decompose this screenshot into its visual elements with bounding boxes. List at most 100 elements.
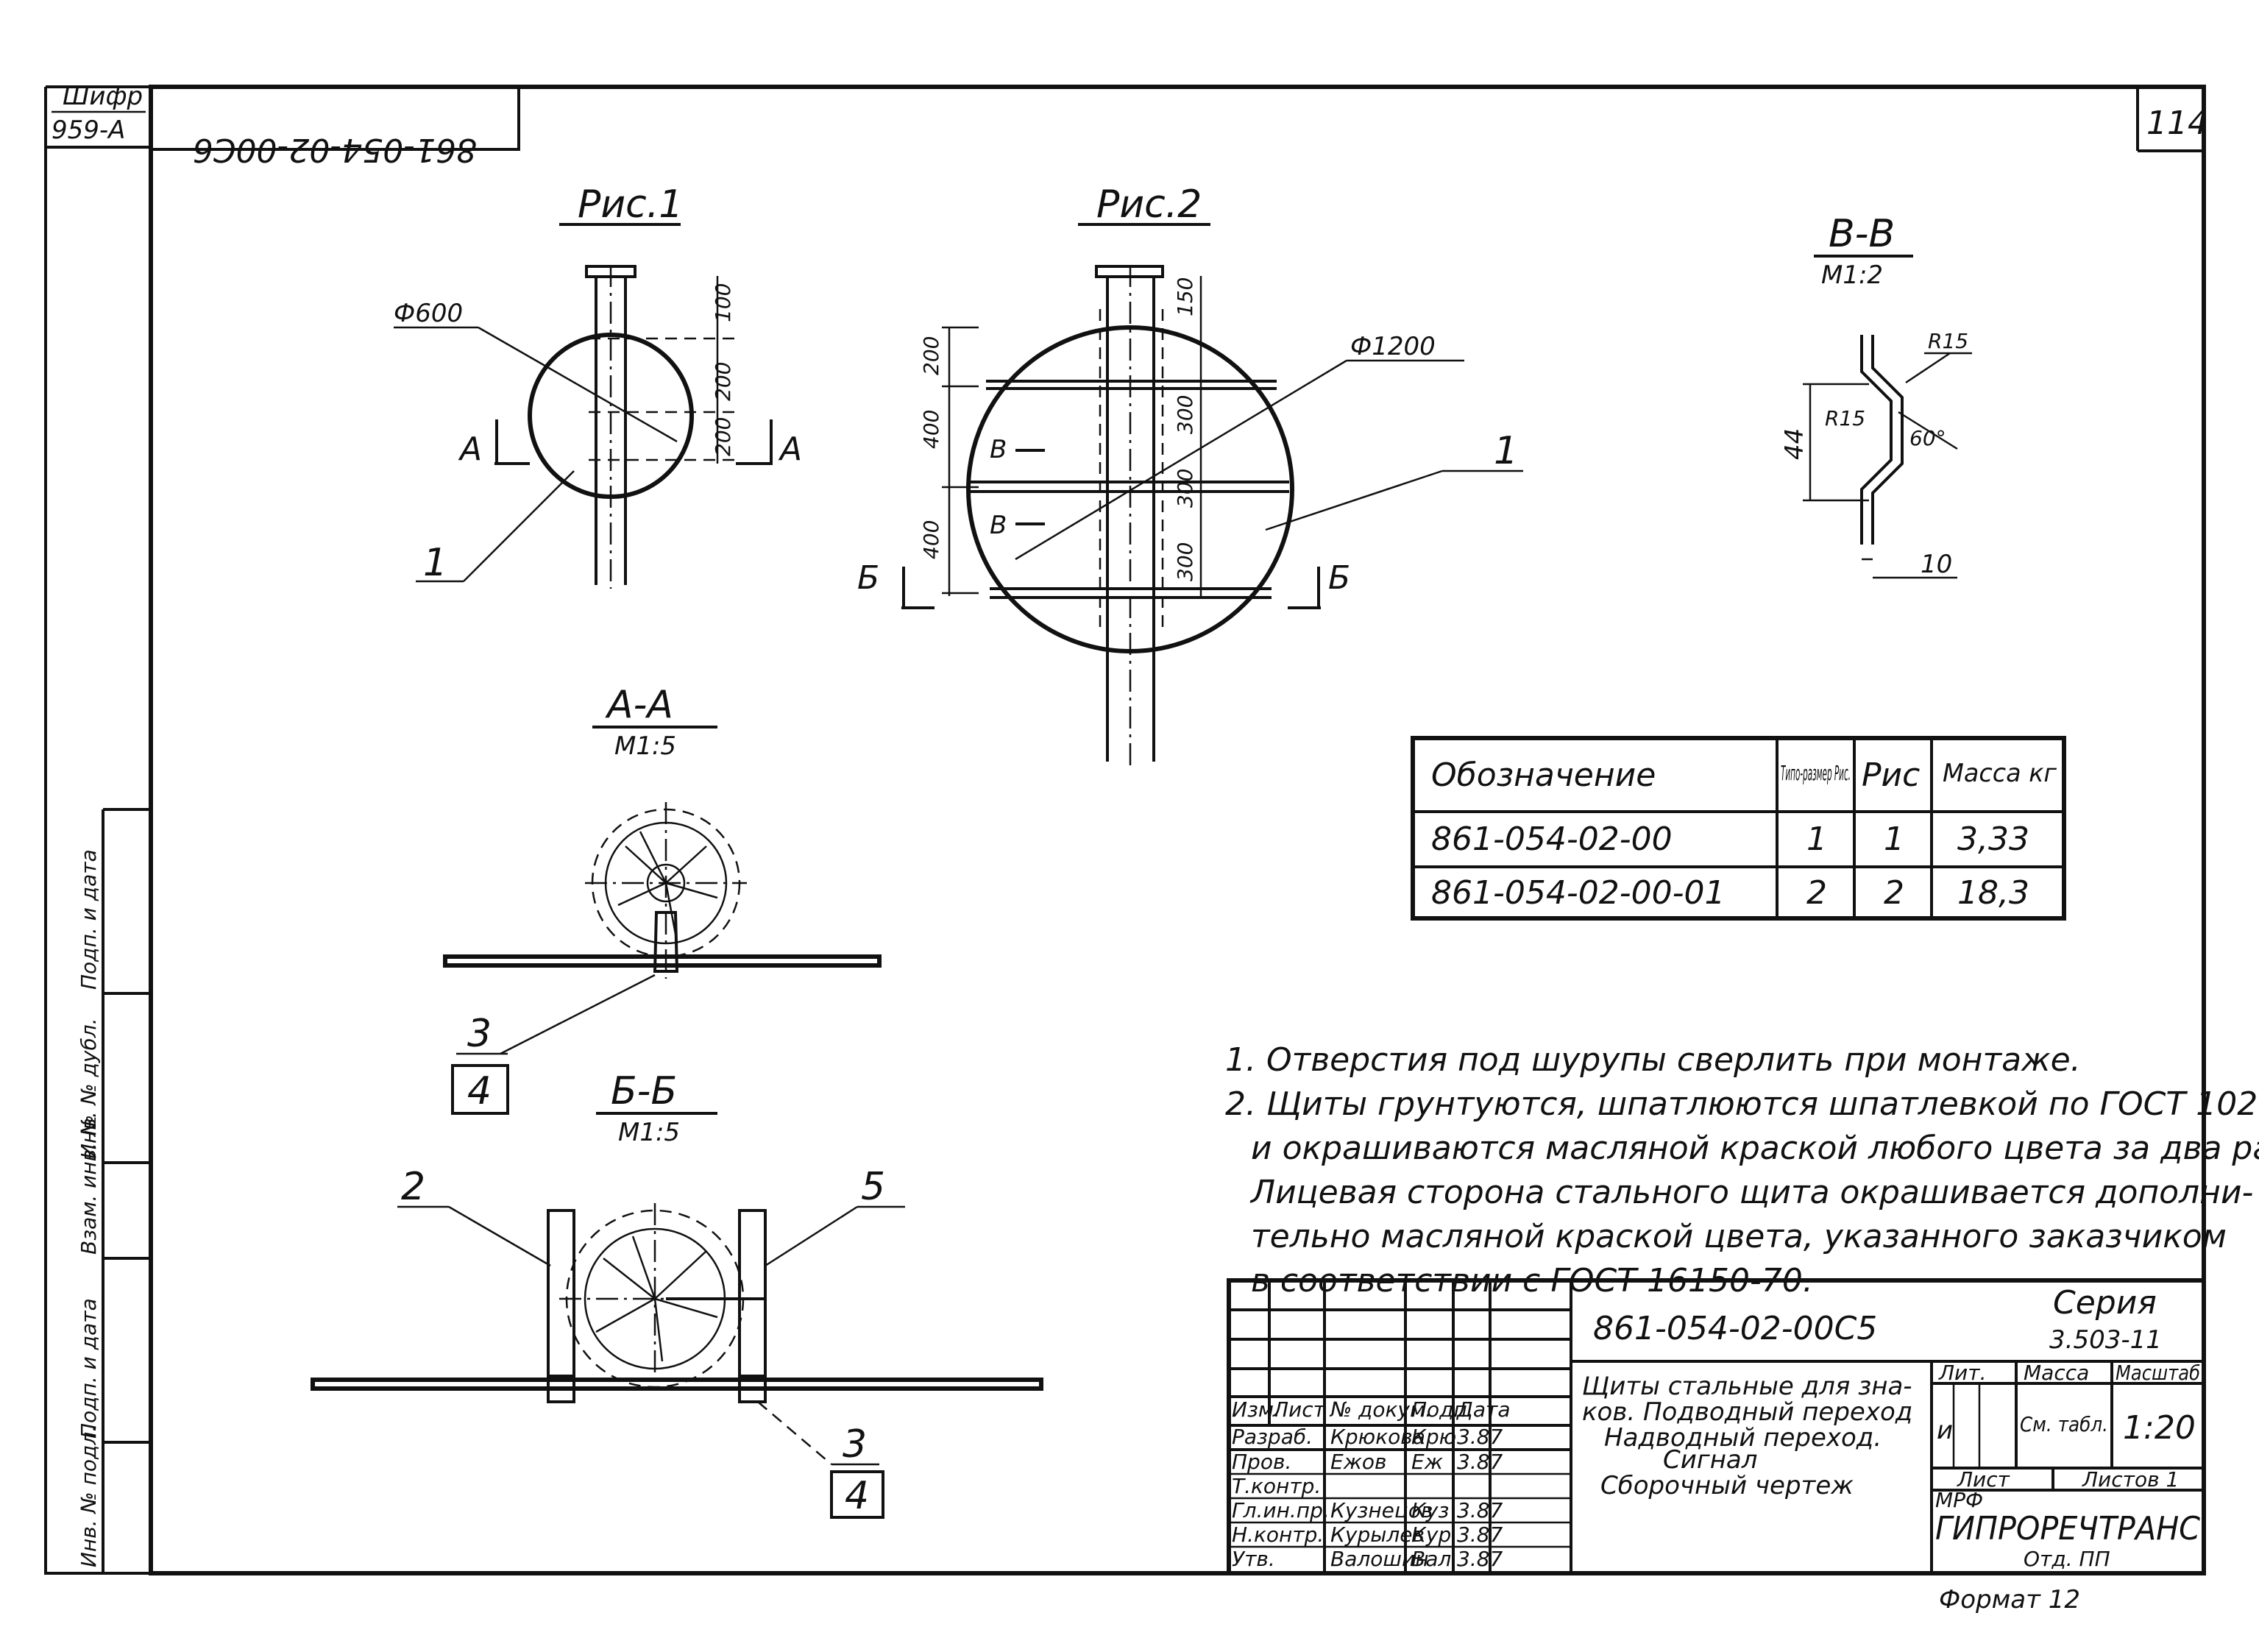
fig1-disc (528, 333, 694, 499)
note-line-3: и окрашиваются масляной краской любого ц… (1251, 1130, 2259, 1167)
aa-scale: М1:5 (614, 731, 676, 761)
strip-label-1: Подп. и дата (77, 849, 101, 990)
tb-doc-code: 861-054-02-00С5 (1593, 1310, 1877, 1347)
section-vv: В-В М1:2 44 R15 R15 60° 10 (1780, 212, 1972, 579)
tb-org-top: МРФ (1935, 1488, 1983, 1512)
strip-label-2: Инв. № дубл. (77, 1018, 101, 1159)
fig2-dim-right-3: 300 (1173, 469, 1197, 508)
tb-series-value: 3.503-11 (2049, 1325, 2162, 1355)
tb-desc-1: Щиты стальные для зна- (1582, 1372, 1912, 1401)
tb-date-1: 3.87 (1457, 1425, 1503, 1449)
tb-role-3: Т.контр. (1232, 1474, 1321, 1498)
fig2-section-left: Б (857, 559, 879, 597)
code-label: Шифр (63, 82, 143, 111)
vv-title: В-В (1829, 212, 1895, 256)
tb-lit-value: и (1937, 1416, 1953, 1445)
note-line-5: тельно масляной краской цвета, указанног… (1251, 1218, 2227, 1255)
fig1-section-right: А (778, 430, 802, 468)
note-line-1: 1. Отверстия под шурупы сверлить при мон… (1225, 1041, 2081, 1079)
fig2-dim-left-1: 200 (919, 336, 943, 375)
title-block: Изм. Лист № докум. Подп. Дата Разраб. Кр… (1227, 1278, 2206, 1575)
left-strip: Подп. и дата Инв. № дубл. Взам. инв. № П… (77, 808, 150, 1573)
fig2-section-right: Б (1328, 559, 1350, 597)
tb-sign-5: Кур (1411, 1522, 1451, 1547)
tb-desc-4: Сигнал (1663, 1445, 1758, 1475)
fig1-leader-1: 1 (423, 541, 447, 585)
aa-title: А-А (605, 683, 673, 727)
tb-name-2: Ежов (1330, 1450, 1387, 1474)
tb-sign-4: Куз (1411, 1498, 1449, 1522)
strip-label-5: Инв. № подл. (77, 1425, 101, 1567)
spec-row2-fig: 2 (1884, 874, 1904, 912)
tb-name-6: Валошин (1330, 1547, 1429, 1571)
tb-mass-label: Масса (2024, 1361, 2089, 1385)
tb-name-5: Курылев (1330, 1522, 1425, 1547)
sheet-number: 114 (2146, 104, 2208, 142)
bb-title: Б-Б (611, 1069, 677, 1113)
tb-mass-value: См. табл. (2020, 1412, 2108, 1436)
spec-row2-mass: 18,3 (1957, 874, 2029, 912)
tb-desc-2: ков. Подводный переход (1582, 1397, 1912, 1427)
tb-role-6: Утв. (1232, 1547, 1275, 1571)
bb-leader-left: 2 (401, 1165, 425, 1209)
tb-sheets-label: Листов 1 (2082, 1467, 2179, 1492)
fig1-title: Рис.1 (578, 182, 683, 227)
aa-leader-top: 3 (467, 1012, 492, 1056)
bb-scale: М1:5 (618, 1118, 680, 1147)
format-label: Формат 12 (1939, 1585, 2080, 1614)
tb-role-5: Н.контр. (1232, 1522, 1324, 1547)
note-line-2: 2. Щиты грунтуются, шпатлюются шпатлевко… (1225, 1085, 2259, 1123)
code-value: 959-А (52, 116, 125, 145)
spec-header-fig: Рис (1862, 756, 1920, 794)
tb-role-1: Разраб. (1232, 1425, 1313, 1449)
aa-leader-bottom: 4 (467, 1069, 492, 1113)
vv-scale: М1:2 (1821, 260, 1883, 290)
bb-leader-bottom: 4 (845, 1474, 869, 1518)
bb-leader-bottom-top: 3 (843, 1422, 867, 1467)
fig1-dim-1: 100 (711, 283, 735, 322)
inverted-code-box: 861-054-02-00С6 (149, 85, 520, 169)
tb-org-dept: Отд. ПП (2024, 1547, 2110, 1571)
tb-drawing-type: Сборочный чертеж (1600, 1471, 1854, 1500)
spec-row2-designation: 861-054-02-00-01 (1431, 874, 1725, 912)
fig2-dim-right-4: 300 (1173, 542, 1197, 581)
tb-role-2: Пров. (1232, 1450, 1291, 1474)
figure-1: Рис.1 100 200 200 Ф600 А А 1 (394, 182, 802, 589)
tb-sign-6: Вал (1411, 1547, 1451, 1571)
tb-date-4: 3.87 (1457, 1498, 1503, 1522)
vv-radius-1: R15 (1928, 329, 1968, 353)
fig1-section-left: А (458, 430, 482, 468)
note-line-4: Лицевая сторона стального щита окрашивае… (1249, 1174, 2253, 1211)
section-bb: Б-Б М1:5 2 5 3 4 (311, 1069, 1043, 1519)
fig2-diameter: Ф1200 (1350, 332, 1436, 361)
vv-width: 10 (1921, 550, 1952, 579)
tb-sign-1: Крю (1411, 1425, 1456, 1449)
fig1-dim-2: 200 (711, 362, 735, 401)
spec-table: Обозначение Типо-размер Рис. Рис Масса к… (1411, 736, 2066, 921)
fig2-dim-right-1: 150 (1173, 277, 1197, 316)
sheet-number-box: 114 (2136, 87, 2208, 152)
tb-col-date: Дата (1455, 1397, 1511, 1422)
tb-lit-label: Лит. (1938, 1361, 1986, 1385)
tb-col-izm: Изм. (1232, 1397, 1280, 1422)
tb-org-name: ГИПРОРЕЧТРАНС (1935, 1510, 2200, 1548)
tb-col-doc: № докум. (1329, 1397, 1432, 1422)
sheet-frame (44, 85, 2206, 1575)
figure-2: Рис.2 200 400 400 150 300 300 300 (857, 182, 1523, 765)
spec-header-designation: Обозначение (1431, 756, 1656, 794)
fig2-dim-left-2: 400 (919, 410, 943, 449)
fig2-leader-1: 1 (1494, 429, 1518, 473)
tb-sign-2: Еж (1411, 1450, 1443, 1474)
fig2-mark-v-2: В (990, 511, 1007, 540)
fig2-disc (966, 325, 1294, 653)
spec-row1-mass: 3,33 (1957, 820, 2029, 858)
tb-col-sign: Подп. (1411, 1397, 1474, 1422)
strip-label-3: Взам. инв. № (77, 1115, 101, 1255)
tb-col-list: Лист (1272, 1397, 1326, 1422)
fig2-dim-right-2: 300 (1173, 395, 1197, 434)
tb-role-4: Гл.ин.пр. (1232, 1498, 1330, 1522)
tb-series-label: Серия (2053, 1284, 2157, 1322)
vv-height: 44 (1780, 428, 1809, 460)
fig2-dim-left-3: 400 (919, 520, 943, 559)
